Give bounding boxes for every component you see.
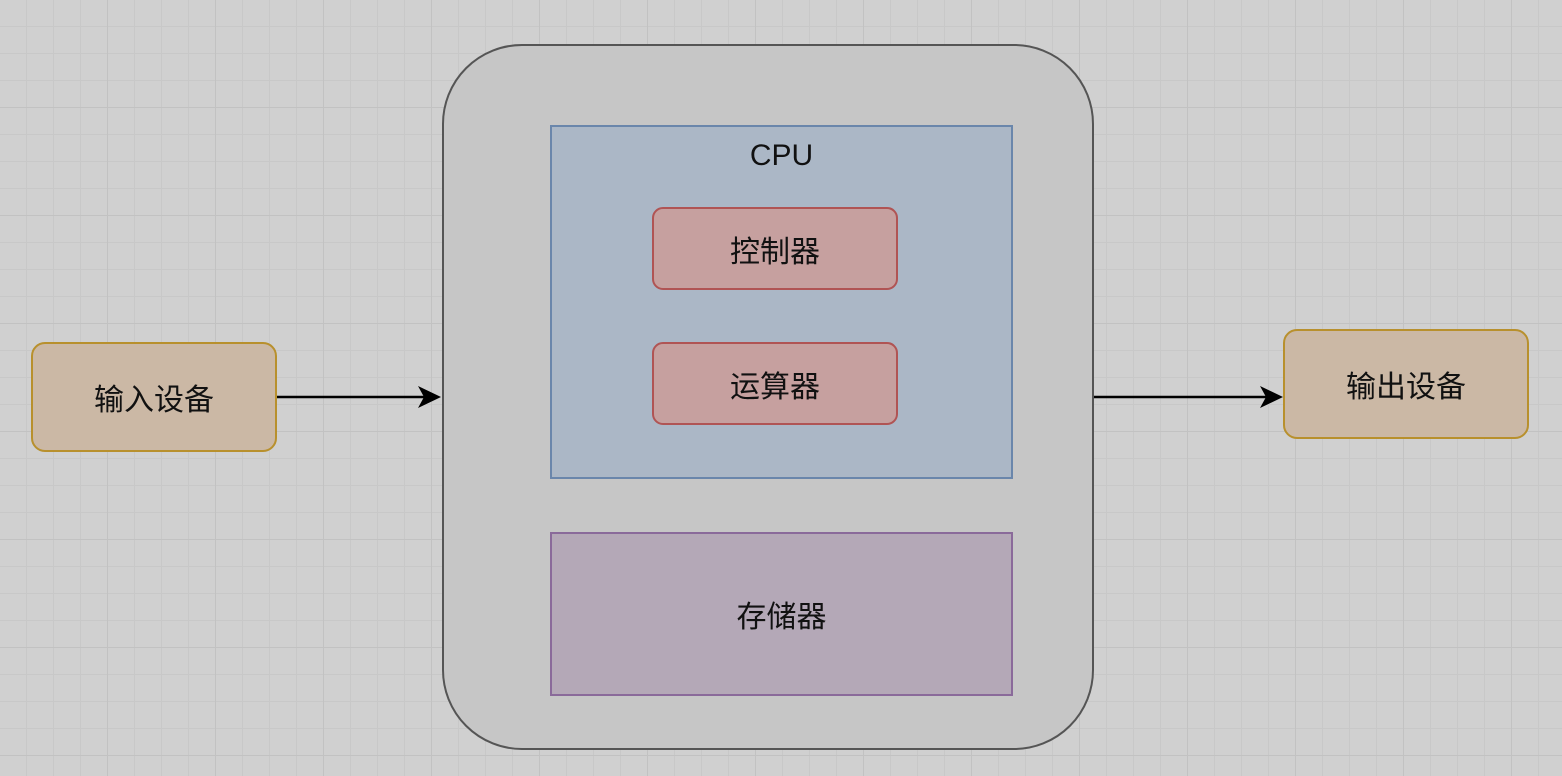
storage-label: 存储器 <box>736 601 827 634</box>
alu-block[interactable]: 运算器 <box>652 342 898 425</box>
cpu-label: CPU <box>749 139 814 172</box>
output-device-block[interactable]: 输出设备 <box>1283 329 1529 439</box>
output-device-label: 输出设备 <box>1346 371 1466 404</box>
input-device-label: 输入设备 <box>94 384 214 417</box>
arrow-computer-to-output[interactable] <box>1094 386 1283 408</box>
controller-label: 控制器 <box>730 235 820 269</box>
input-device-block[interactable]: 输入设备 <box>31 342 277 452</box>
storage-block[interactable]: 存储器 <box>550 532 1013 696</box>
controller-block[interactable]: 控制器 <box>652 207 898 290</box>
alu-label: 运算器 <box>730 370 820 404</box>
arrow-input-to-computer[interactable] <box>277 386 441 408</box>
